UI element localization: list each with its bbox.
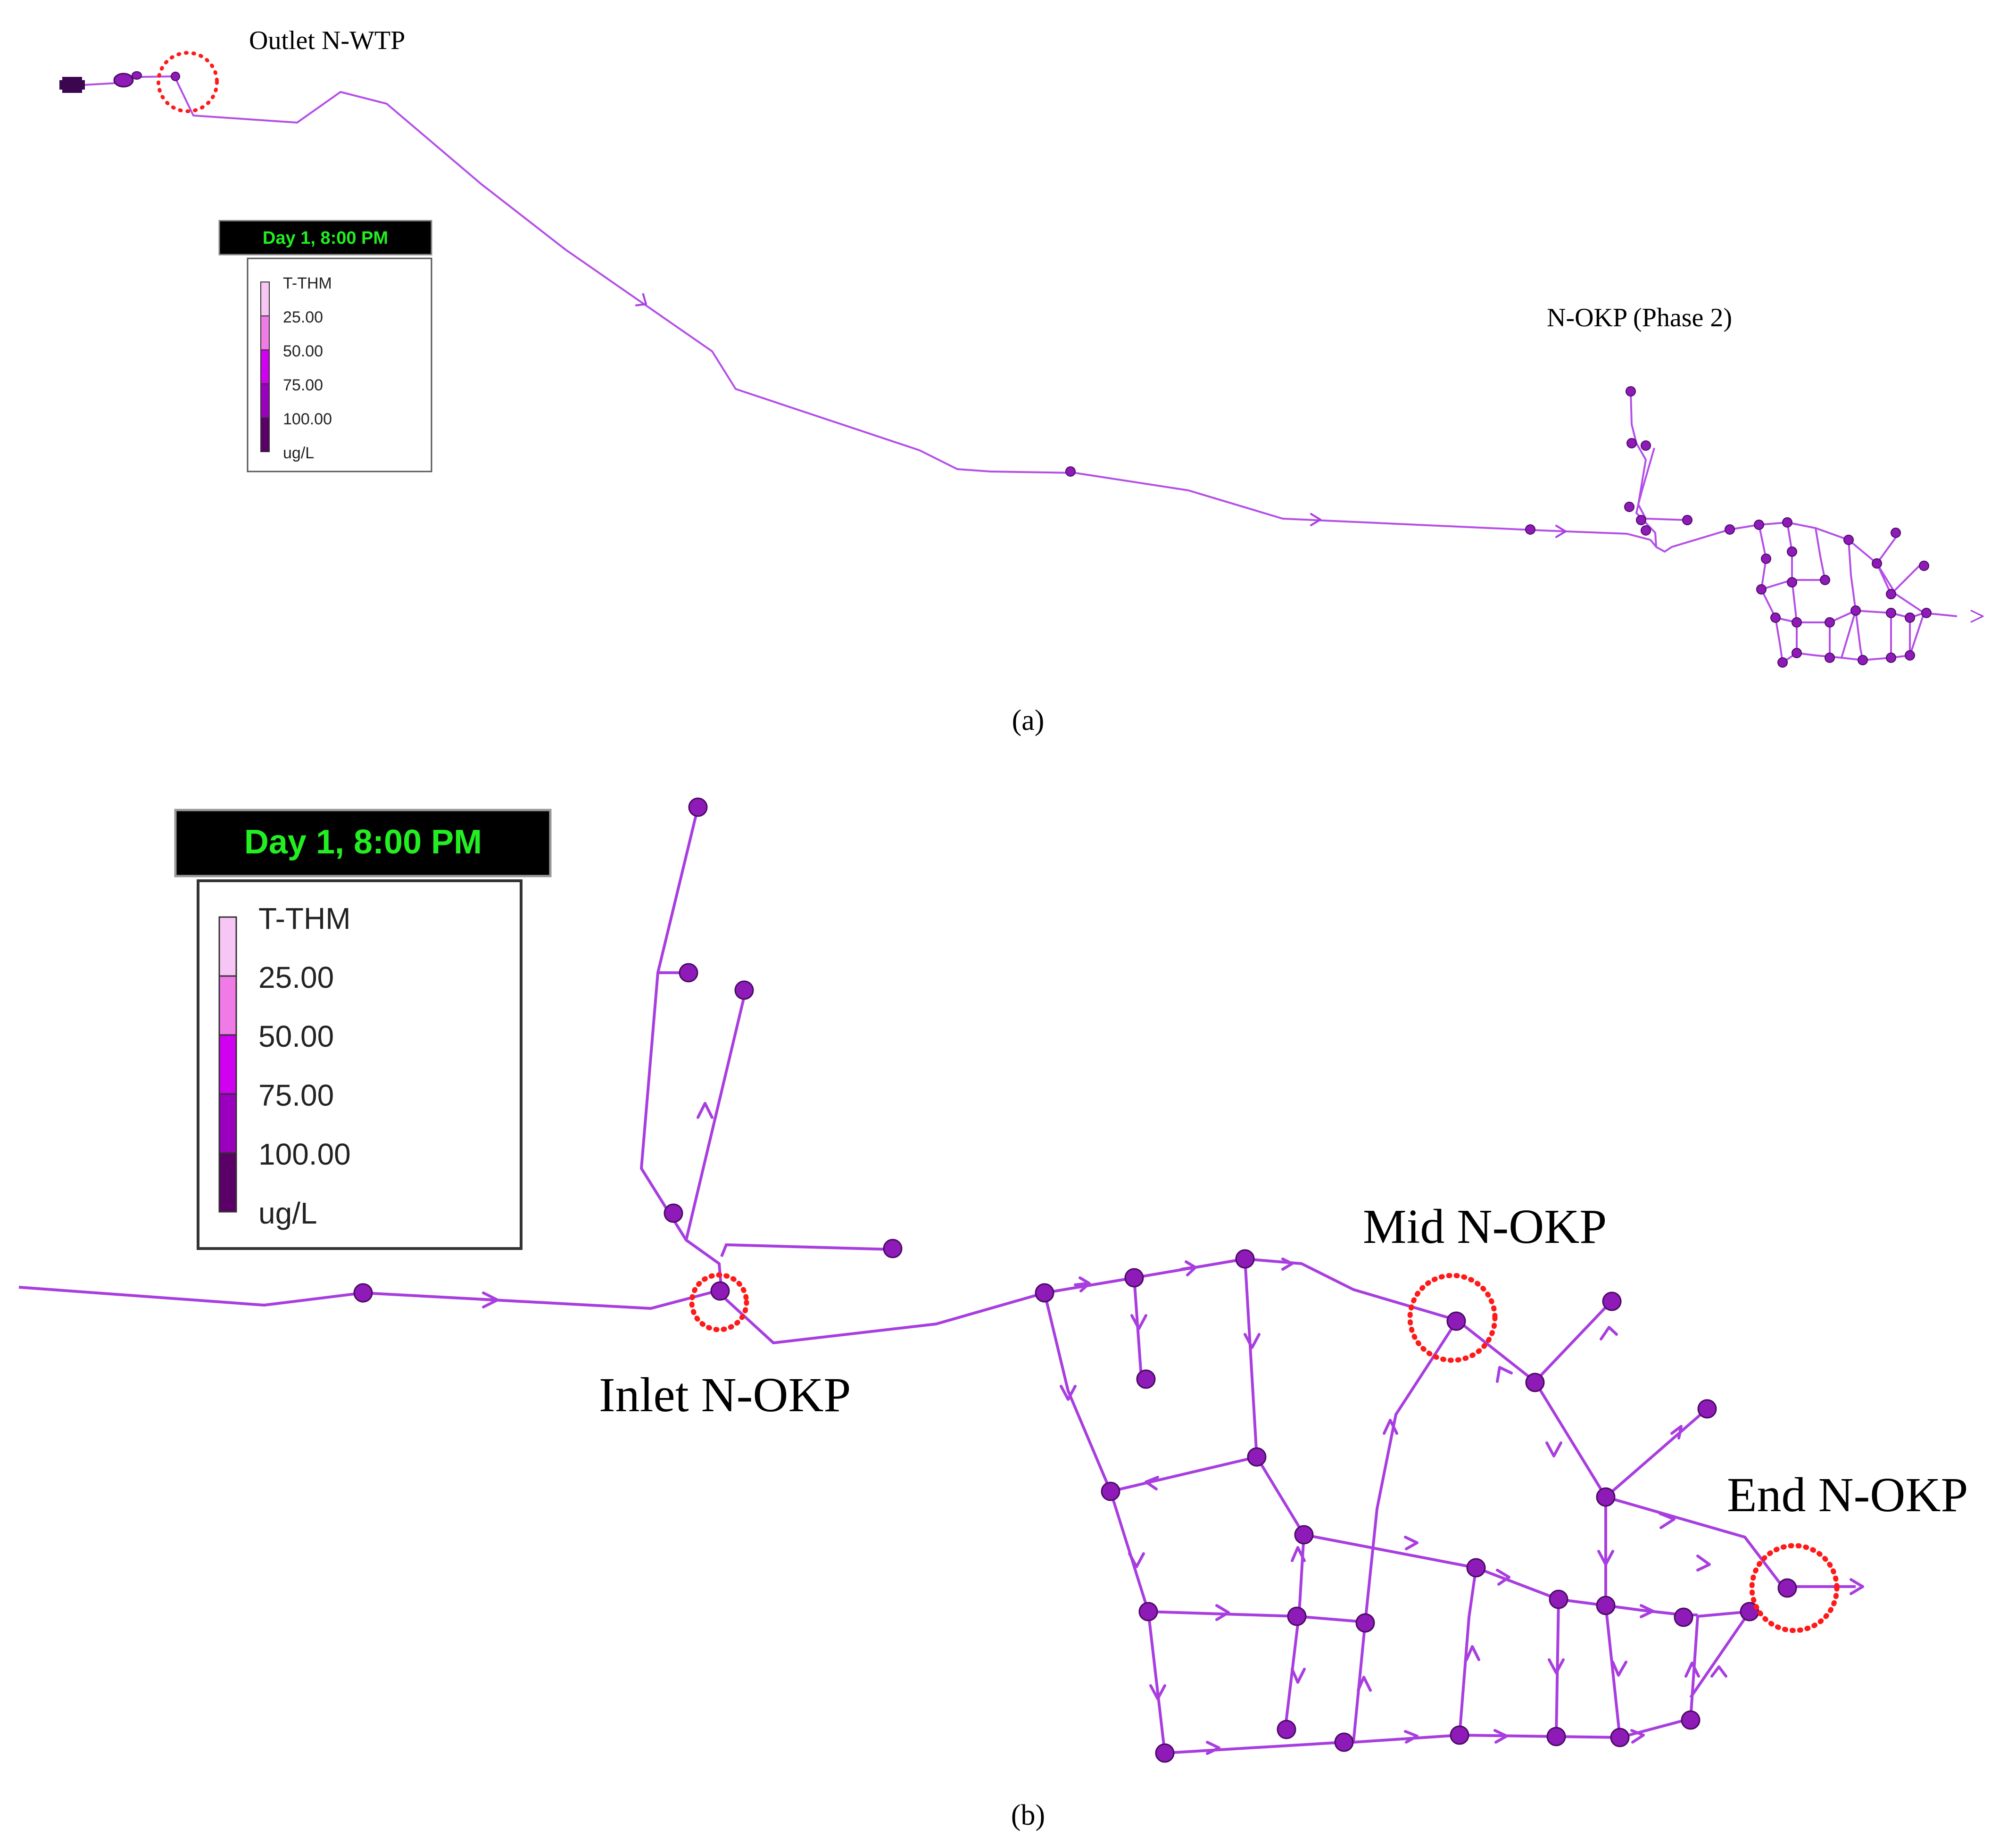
legend-time: Day 1, 8:00 PM	[263, 228, 388, 248]
okp-network-small	[1729, 521, 1984, 663]
panel-b-detail: Inlet N-OKP Mid N-OKP End N-OKP Day 1, 8…	[18, 797, 1968, 1831]
legend-level: 25.00	[283, 308, 323, 326]
legend-b: Day 1, 8:00 PM T-THM 25.00 50.00 75.00 1…	[174, 809, 552, 1250]
legend-unit: ug/L	[258, 1196, 317, 1230]
legend-time-box	[218, 220, 432, 256]
inlet-pipe	[18, 1286, 1045, 1344]
legend-level: 50.00	[283, 342, 323, 360]
branch-pipe	[720, 1243, 894, 1258]
legend-time: Day 1, 8:00 PM	[244, 823, 482, 861]
flow-arrow	[1555, 525, 1567, 538]
valve-icon	[132, 71, 142, 80]
panel-a-overview: Outlet N-WTP N-OKP (Phase 2) Day 1, 8:00…	[59, 26, 1984, 736]
node-set-b	[353, 797, 1797, 1763]
caption-a: (a)	[1012, 704, 1045, 736]
legend-box	[247, 257, 432, 472]
caption-b: (b)	[1011, 1799, 1045, 1831]
pump-icon	[113, 73, 134, 88]
legend-level: 25.00	[258, 960, 334, 994]
legend-box	[197, 879, 523, 1250]
flow-arrow	[635, 293, 647, 306]
legend-title: T-THM	[283, 274, 332, 292]
mid-label: Mid N-OKP	[1363, 1200, 1607, 1254]
branch-pipe	[1637, 504, 1689, 521]
flow-arrow	[482, 1291, 499, 1308]
legend-a: Day 1, 8:00 PM T-THM 25.00 50.00 75.00 1…	[218, 220, 432, 472]
legend-title: T-THM	[258, 902, 351, 935]
legend-level: 75.00	[258, 1078, 334, 1112]
node-set-a	[171, 72, 1932, 668]
mid-highlight	[1407, 1273, 1498, 1363]
legend-level: 100.00	[258, 1137, 351, 1171]
branch-pipe-north	[640, 807, 723, 1291]
outlet-label: Outlet N-WTP	[249, 26, 405, 55]
legend-level: 75.00	[283, 376, 323, 394]
flow-arrow	[1310, 513, 1321, 526]
legend-level: 100.00	[283, 410, 332, 428]
inlet-label: Inlet N-OKP	[599, 1368, 851, 1422]
nokp-phase2-label: N-OKP (Phase 2)	[1547, 303, 1732, 332]
transmission-pipe	[174, 76, 1651, 541]
reservoir-icon	[59, 77, 85, 93]
end-label: End N-OKP	[1727, 1468, 1968, 1522]
branch-pipe	[1637, 447, 1655, 505]
legend-unit: ug/L	[283, 444, 314, 462]
legend-level: 50.00	[258, 1019, 334, 1053]
branch-pipe	[685, 992, 747, 1241]
legend-time-box	[174, 809, 552, 877]
outlet-highlight	[157, 51, 219, 113]
branch-pipe	[1656, 529, 1730, 553]
end-highlight	[1749, 1543, 1840, 1633]
flow-arrow	[697, 1102, 713, 1119]
inlet-highlight	[689, 1272, 749, 1332]
